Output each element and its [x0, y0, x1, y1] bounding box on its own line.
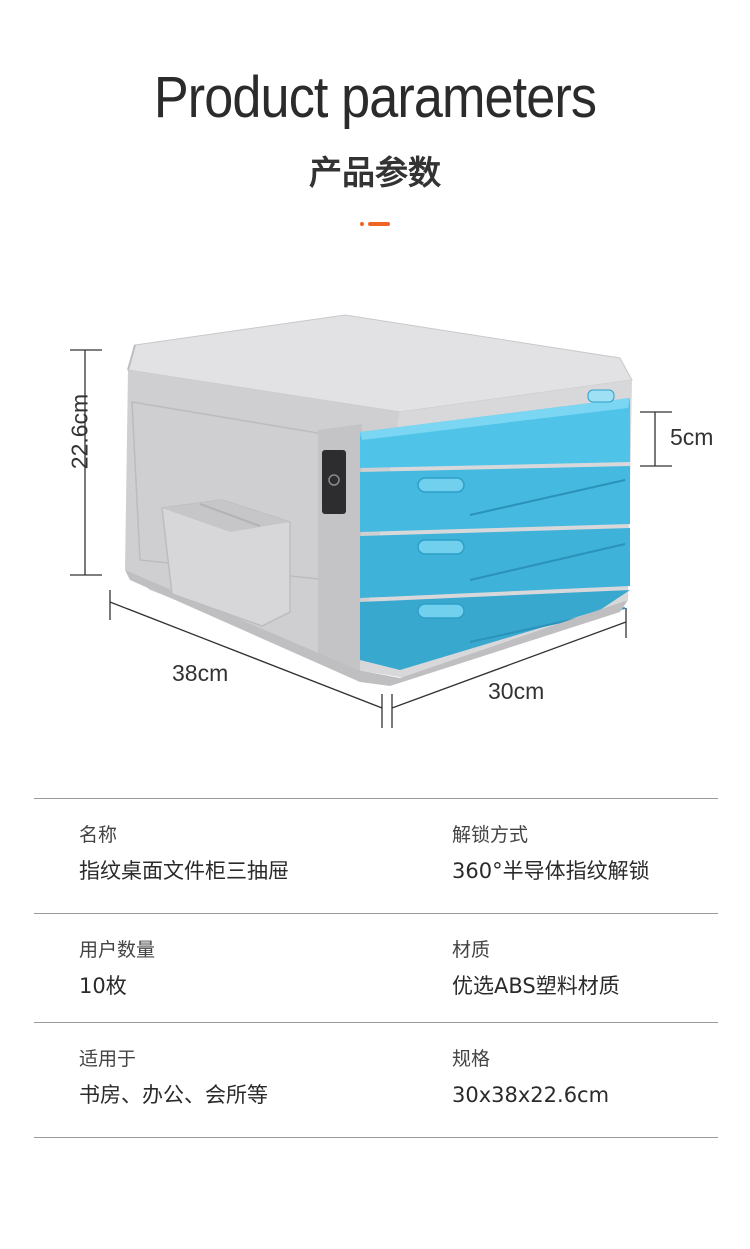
spec-row: 名称 指纹桌面文件柜三抽屉 解锁方式 360°半导体指纹解锁 [34, 798, 718, 913]
drawer-dimension-label: 5cm [670, 424, 714, 450]
spec-label: 规格 [452, 1048, 491, 1070]
page-title: Product parameters [153, 65, 597, 130]
fingerprint-sensor [322, 450, 346, 514]
spec-row: 用户数量 10枚 材质 优选ABS塑料材质 [34, 913, 718, 1022]
height-dimension-label: 22.6cm [66, 393, 93, 470]
spec-value: 书房、办公、会所等 [79, 1083, 268, 1107]
spec-cell: 用户数量 10枚 [79, 936, 155, 1002]
spec-label: 解锁方式 [452, 824, 529, 846]
product-illustration: 22.6cm 5cm 38cm 30cm [0, 290, 750, 750]
depth-dimension-label: 38cm [172, 660, 229, 686]
spec-value: 优选ABS塑料材质 [452, 974, 620, 998]
accent-dot [360, 222, 364, 226]
spec-cell: 规格 30x38x22.6cm [452, 1045, 609, 1111]
spec-value: 30x38x22.6cm [452, 1083, 610, 1107]
spec-value: 10枚 [79, 974, 127, 998]
spec-label: 适用于 [79, 1048, 137, 1070]
spec-label: 材质 [452, 939, 491, 961]
spec-label: 名称 [79, 824, 118, 846]
spec-cell: 解锁方式 360°半导体指纹解锁 [452, 821, 650, 887]
spec-value: 360°半导体指纹解锁 [452, 859, 650, 883]
accent-bar [368, 222, 390, 226]
spec-value: 指纹桌面文件柜三抽屉 [79, 859, 289, 883]
spec-cell: 适用于 书房、办公、会所等 [79, 1045, 268, 1111]
spec-label: 用户数量 [79, 939, 156, 961]
width-dimension-label: 30cm [488, 678, 545, 704]
spec-cell: 材质 优选ABS塑料材质 [452, 936, 620, 1002]
page-subtitle: 产品参数 [309, 153, 441, 192]
cabinet-drawing [70, 314, 672, 728]
spec-row: 适用于 书房、办公、会所等 规格 30x38x22.6cm [34, 1022, 718, 1138]
spec-table: 名称 指纹桌面文件柜三抽屉 解锁方式 360°半导体指纹解锁 用户数量 10枚 … [34, 798, 718, 1138]
spec-cell: 名称 指纹桌面文件柜三抽屉 [79, 821, 289, 887]
